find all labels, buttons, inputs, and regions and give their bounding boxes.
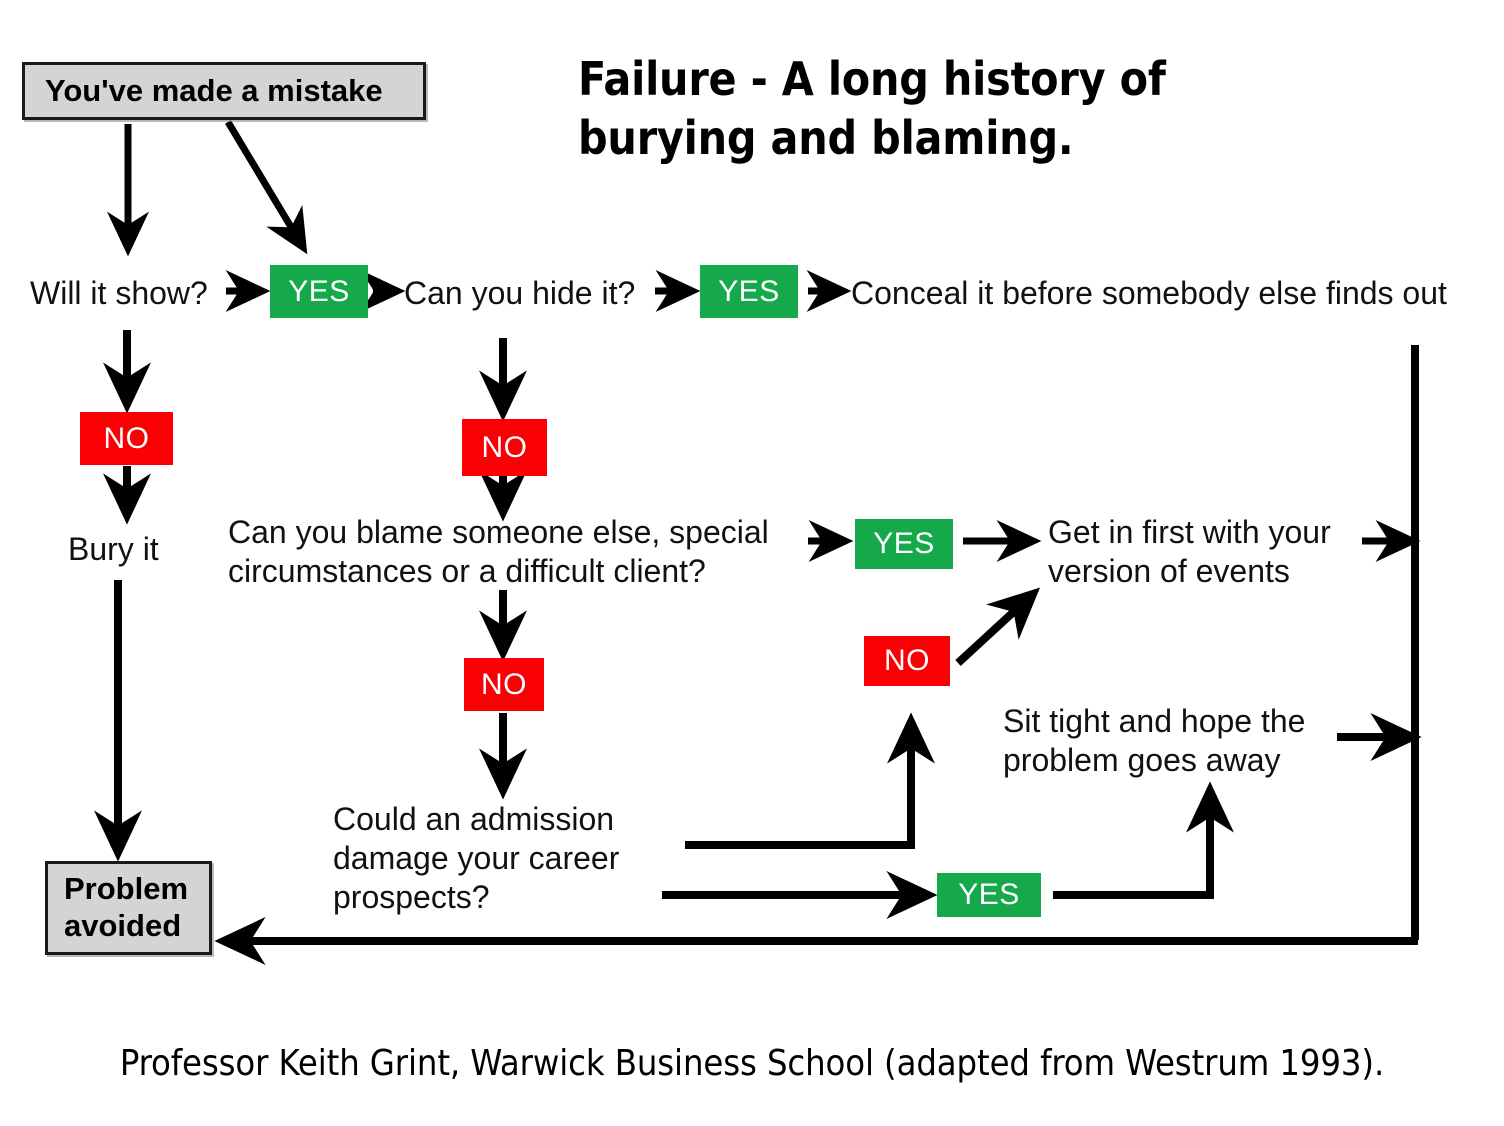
chip-no-will-it-show: NO [80,412,173,465]
edge-yes4-to-sit-tight [1053,781,1234,899]
slide-title: Failure - A long history of burying and … [578,52,1166,165]
node-can-you-hide-it: Can you hide it? [404,275,636,311]
edge-start-to-yes1 [224,120,308,255]
node-could-an-admission-damage-career: Could an admission damage your career pr… [333,801,620,916]
chip-no-blame-someone-else: NO [464,658,544,711]
source-caption: Professor Keith Grint, Warwick Business … [119,1043,1385,1084]
edge-could-admission-to-no3 [685,712,935,849]
node-bury-it: Bury it [68,531,159,567]
chip-yes-could-admission-damage: YES [937,873,1041,917]
end-box-problem-avoided: Problem avoided [45,861,212,955]
node-can-you-blame-someone-else: Can you blame someone else, special circ… [228,514,769,590]
chip-yes-will-it-show: YES [270,265,368,318]
node-conceal-it: Conceal it before somebody else finds ou… [851,275,1447,311]
start-box-youve-made-a-mistake: You've made a mistake [22,62,426,120]
chip-no-can-you-hide-it: NO [462,419,547,476]
node-get-in-first: Get in first with your version of events [1048,514,1331,590]
node-sit-tight: Sit tight and hope the problem goes away [1003,703,1306,779]
chip-no-could-admission-damage: NO [864,636,950,686]
node-will-it-show: Will it show? [30,275,208,311]
chip-yes-can-you-hide-it: YES [700,265,798,318]
chip-yes-blame-someone-else: YES [855,519,953,569]
edge-no3-to-get-in-first [955,587,1041,666]
